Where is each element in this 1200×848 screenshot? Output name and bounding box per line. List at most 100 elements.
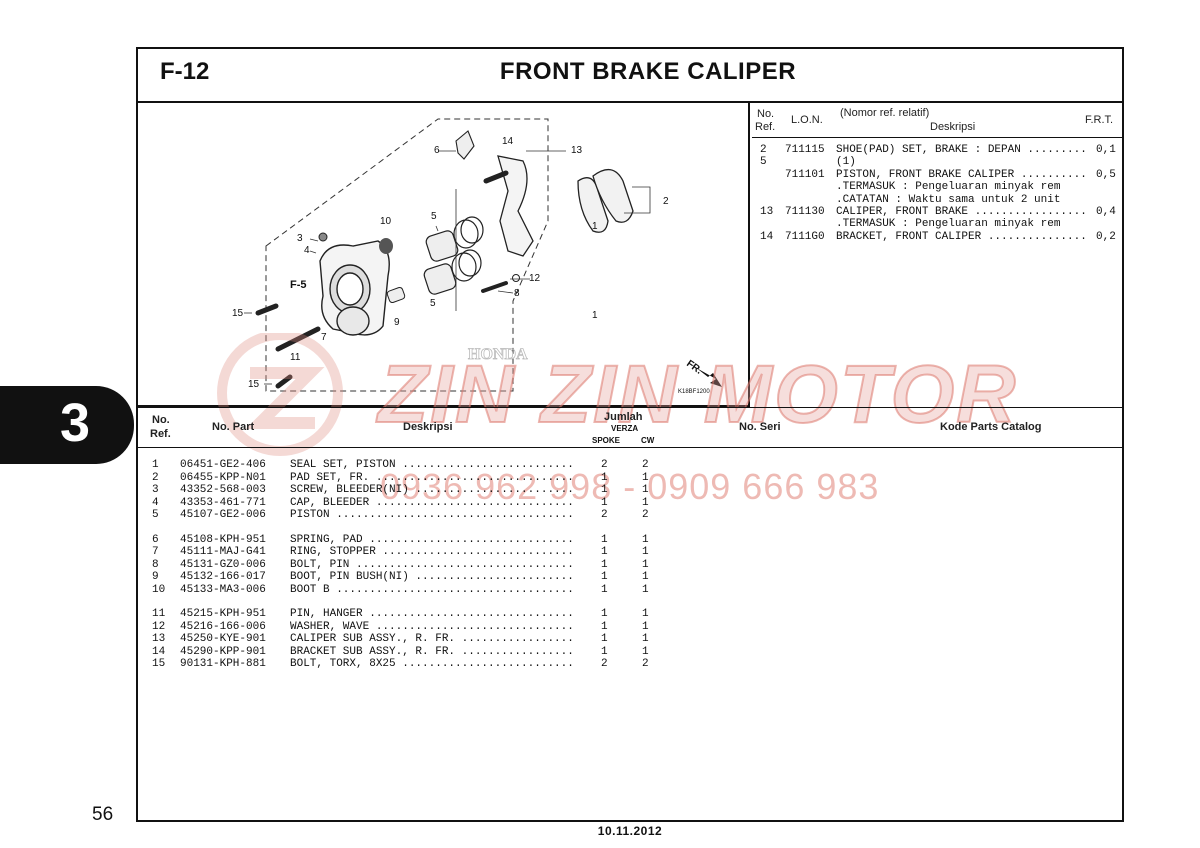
- lon-row-desc: .TERMASUK : Pengeluaran minyak rem: [836, 218, 1061, 231]
- parts-row-ref: 6: [152, 533, 159, 546]
- spring-pad-shape: [455, 130, 475, 160]
- lon-header-no: No.: [757, 108, 775, 120]
- parts-row-desc: BOLT, PIN ..............................…: [290, 558, 574, 571]
- watermark-ring-icon: [217, 333, 343, 456]
- callout-9: 9: [394, 317, 400, 328]
- parts-row-ref: 1: [152, 459, 159, 471]
- chapter-tab: [0, 386, 134, 464]
- callout-12: 12: [529, 273, 541, 284]
- parts-row-ref: 2: [152, 471, 159, 484]
- parts-header-bottom-rule: [138, 447, 1122, 448]
- diagram-dashed-outline: [265, 118, 549, 392]
- parts-row-spoke: 2: [601, 459, 608, 471]
- lon-row-ref: 2: [760, 144, 767, 156]
- parts-header-kode: Kode Parts Catalog: [940, 421, 1042, 433]
- lon-header-ref: Ref.: [755, 121, 776, 133]
- callout-7: 7: [321, 332, 327, 343]
- parts-row-desc: CAP, BLEEDER ...........................…: [290, 496, 574, 509]
- parts-row-ref: 15: [152, 658, 166, 670]
- torx-bolt-upper-shape: [255, 303, 279, 316]
- torx-bolt-lower-shape: [275, 374, 293, 389]
- watermark-phone: 0936 962 998 - 0909 666 983: [380, 466, 880, 507]
- lon-header-divider: [752, 137, 1122, 138]
- pistons-shape: [423, 216, 484, 295]
- figure-code: K18BF1200: [678, 389, 710, 395]
- parts-row-ref: 13: [152, 633, 166, 645]
- watermark-brand: ZIN ZIN MOTOR: [377, 348, 1018, 441]
- lon-row-ref: 14: [760, 230, 774, 243]
- lon-row-frt: 0,5: [1096, 168, 1116, 181]
- callout-11: 11: [290, 352, 301, 363]
- lon-header-deskripsi: Deskripsi: [930, 121, 976, 133]
- lon-header-lon: L.O.N.: [791, 114, 823, 126]
- parts-row-spoke: 1: [601, 533, 608, 546]
- callout-13: 13: [571, 145, 583, 156]
- page-number: 56: [92, 804, 114, 825]
- callout-14: 14: [502, 136, 514, 147]
- parts-row-part-no: 45250-KYE-901: [180, 633, 266, 645]
- lon-row-ref: 13: [760, 206, 774, 218]
- parts-row-part-no: 43353-461-771: [180, 496, 266, 509]
- lon-row-code: 711101: [785, 168, 825, 181]
- lon-row-desc: .TERMASUK : Pengeluaran minyak rem: [836, 181, 1061, 194]
- callout-4: 4: [304, 245, 310, 256]
- parts-row-ref: 8: [152, 558, 159, 571]
- parts-row-cw: 1: [642, 608, 649, 620]
- bleeder-shape: [318, 232, 328, 242]
- parts-row-cw: 1: [642, 546, 649, 558]
- leader-lines: [244, 150, 651, 385]
- parts-row-spoke: 1: [601, 645, 608, 658]
- lon-row-frt: 0,4: [1096, 206, 1116, 218]
- boot-shape: [379, 238, 393, 254]
- callout-5: 5: [431, 211, 437, 222]
- lon-row-desc: (1): [836, 156, 856, 169]
- lon-row-code: 711115: [785, 144, 825, 156]
- parts-row-spoke: 1: [601, 558, 608, 571]
- parts-header-top-rule: [138, 407, 1122, 408]
- lon-row-desc: BRACKET, FRONT CALIPER .................: [836, 230, 1086, 243]
- lon-row-desc: PISTON, FRONT BRAKE CALIPER ............: [836, 168, 1086, 181]
- honda-brand-mark: HONDA: [468, 346, 528, 363]
- parts-header-no-seri: No. Seri: [739, 421, 781, 433]
- page-frame: [136, 47, 1124, 822]
- wave-washer-shape: [512, 274, 520, 282]
- parts-row-spoke: 2: [601, 658, 608, 670]
- lon-header-frt: F.R.T.: [1085, 114, 1114, 126]
- lon-row-desc: SHOE(PAD) SET, BRAKE : DEPAN ...........: [836, 144, 1086, 156]
- callout-5b: 5: [430, 298, 436, 309]
- parts-row-ref: 11: [152, 608, 166, 620]
- parts-row-spoke: 1: [601, 583, 608, 596]
- parts-row-desc: CALIPER SUB ASSY., R. FR. ..............…: [290, 633, 574, 645]
- parts-row-desc: BOOT, PIN BUSH(NI) .....................…: [290, 571, 574, 583]
- parts-row-desc: PAD SET, FR. ...........................…: [290, 471, 574, 484]
- parts-row-ref: 9: [152, 571, 159, 583]
- parts-header-part-no: No. Part: [212, 421, 255, 433]
- parts-row-cw: 1: [642, 571, 649, 583]
- footer-date: 10.11.2012: [597, 824, 663, 838]
- parts-row-cw: 1: [642, 583, 649, 596]
- parts-row-ref: 10: [152, 583, 166, 596]
- parts-row-desc: SEAL SET, PISTON .......................…: [290, 459, 574, 471]
- lon-header-nomor: (Nomor ref. relatif): [840, 107, 930, 119]
- parts-row-cw: 1: [642, 533, 649, 546]
- callout-1b: 1: [592, 310, 598, 321]
- pin-bush-shape: [386, 286, 406, 304]
- callout-15b: 15: [248, 379, 260, 390]
- parts-row-ref: 7: [152, 546, 159, 558]
- section-code: F-12: [160, 58, 210, 85]
- watermark-z-icon: [245, 367, 325, 429]
- parts-row-desc: PISTON .................................…: [290, 509, 574, 521]
- parts-row-part-no: 90131-KPH-881: [180, 658, 266, 670]
- parts-row-spoke: 1: [601, 546, 608, 558]
- parts-row-part-no: 45216-166-006: [180, 620, 266, 633]
- callout-1: 1: [592, 221, 598, 232]
- parts-row-part-no: 45215-KPH-951: [180, 608, 266, 620]
- parts-header-no: No.: [152, 414, 170, 426]
- caliper-body-shape: [319, 240, 390, 336]
- lon-row-ref: 5: [760, 156, 767, 169]
- reference-f5-label: F-5: [290, 279, 307, 291]
- front-arrow-icon: [690, 363, 722, 387]
- parts-row-cw: 2: [642, 459, 649, 471]
- lon-row-code: 711130: [785, 206, 825, 218]
- parts-row-desc: SCREW, BLEEDER(NI) .....................…: [290, 484, 574, 496]
